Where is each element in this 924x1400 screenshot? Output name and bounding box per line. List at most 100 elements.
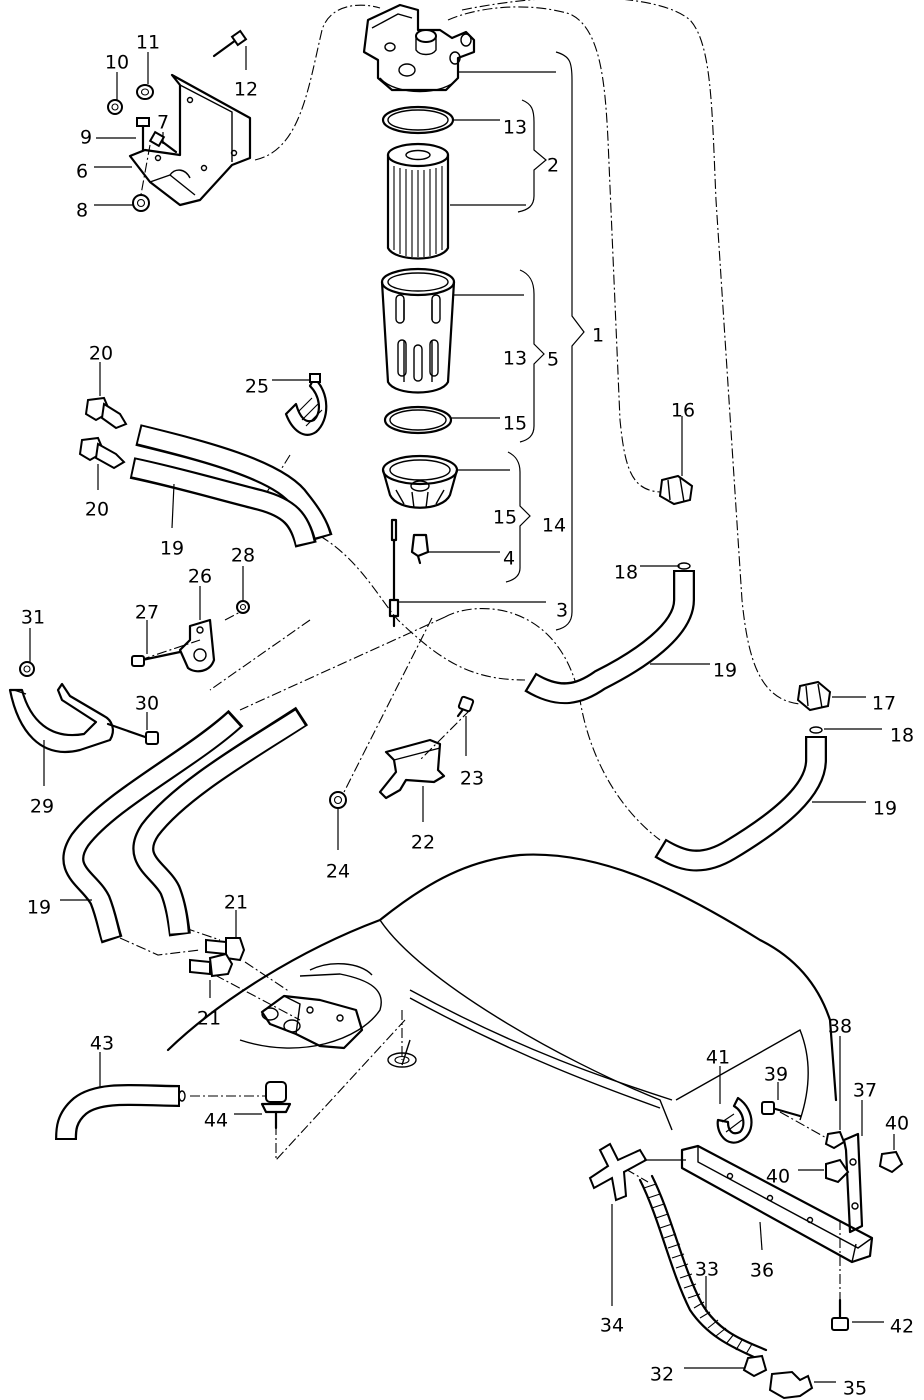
t-fitting-34 bbox=[588, 1142, 648, 1306]
callout-c19b: 19 bbox=[713, 660, 737, 682]
callout-c29: 29 bbox=[30, 796, 54, 818]
callout-c21b: 21 bbox=[197, 1008, 221, 1030]
callout-c30: 30 bbox=[135, 693, 159, 715]
nut-10 bbox=[107, 99, 123, 115]
bolt-42 bbox=[831, 1298, 884, 1331]
callout-c42: 42 bbox=[890, 1316, 914, 1338]
callout-c32: 32 bbox=[650, 1364, 674, 1386]
nut-40-left bbox=[798, 1158, 850, 1184]
nut-8 bbox=[132, 194, 150, 212]
callout-c3: 3 bbox=[556, 600, 568, 622]
tank-grommet bbox=[387, 1052, 417, 1068]
filter-element bbox=[386, 142, 450, 260]
bolt-39 bbox=[761, 1082, 802, 1118]
callout-c44: 44 bbox=[204, 1110, 228, 1132]
callout-c14: 14 bbox=[542, 515, 566, 537]
callout-c10: 10 bbox=[105, 52, 129, 74]
callout-c7: 7 bbox=[157, 112, 169, 134]
callout-c40a: 40 bbox=[766, 1166, 790, 1188]
nut-31 bbox=[19, 628, 35, 677]
callout-c24: 24 bbox=[326, 861, 350, 883]
callout-c34: 34 bbox=[600, 1315, 624, 1337]
connector-21-upper bbox=[205, 910, 246, 962]
misc-leaders bbox=[94, 46, 686, 1161]
clamp-25 bbox=[272, 373, 328, 436]
bolt-27 bbox=[131, 620, 182, 667]
mounting-bracket bbox=[128, 73, 252, 207]
callout-c19a: 19 bbox=[160, 538, 184, 560]
callout-c20b: 20 bbox=[85, 499, 109, 521]
callout-c21a: 21 bbox=[224, 892, 248, 914]
hose-19-right-upper bbox=[524, 562, 710, 705]
callout-c28: 28 bbox=[231, 545, 255, 567]
callout-c37: 37 bbox=[853, 1080, 877, 1102]
fitting-44 bbox=[234, 1081, 292, 1130]
nut-24 bbox=[329, 791, 347, 850]
callout-c35: 35 bbox=[843, 1378, 867, 1400]
callout-c20a: 20 bbox=[89, 343, 113, 365]
group-braces bbox=[398, 51, 585, 631]
callout-c8: 8 bbox=[76, 200, 88, 222]
separator-cup bbox=[381, 454, 459, 509]
callout-c9: 9 bbox=[80, 127, 92, 149]
fitting-17 bbox=[796, 680, 866, 712]
callout-c19c: 19 bbox=[873, 798, 897, 820]
bracket-37 bbox=[842, 1100, 864, 1234]
o-ring-15 bbox=[383, 405, 453, 435]
washer-11 bbox=[136, 84, 154, 100]
nut-32 bbox=[684, 1354, 768, 1378]
o-ring-13-top bbox=[381, 105, 455, 135]
hose-19-right-lower bbox=[654, 726, 882, 872]
sensor-wire bbox=[388, 518, 400, 628]
callout-c16: 16 bbox=[671, 400, 695, 422]
callout-c40b: 40 bbox=[885, 1113, 909, 1135]
callout-c18a: 18 bbox=[614, 562, 638, 584]
hose-19-upper-pair bbox=[129, 424, 333, 548]
filter-bowl bbox=[380, 267, 456, 394]
callout-c31: 31 bbox=[21, 607, 45, 629]
callout-c17: 17 bbox=[872, 693, 896, 715]
clamp-41 bbox=[716, 1066, 753, 1144]
elbow-35 bbox=[768, 1370, 836, 1400]
washer-28 bbox=[236, 566, 250, 614]
bracket-22 bbox=[378, 738, 446, 822]
connector-20-lower bbox=[78, 436, 126, 490]
bolt-12 bbox=[212, 29, 248, 58]
bracket-29 bbox=[8, 682, 114, 786]
callout-c43: 43 bbox=[90, 1033, 114, 1055]
hose-33 bbox=[638, 1174, 768, 1362]
callout-c18b: 18 bbox=[890, 725, 914, 747]
drain-plug bbox=[410, 533, 430, 565]
callout-c12: 12 bbox=[234, 79, 258, 101]
fitting-16 bbox=[658, 416, 694, 506]
clip-26 bbox=[178, 586, 216, 673]
filter-head bbox=[362, 3, 476, 93]
nut-40-right bbox=[878, 1134, 904, 1174]
callout-c39: 39 bbox=[764, 1064, 788, 1086]
callout-c6: 6 bbox=[76, 161, 88, 183]
nut-38 bbox=[824, 1036, 846, 1150]
center-lines bbox=[119, 0, 841, 1300]
callout-c4: 4 bbox=[503, 548, 515, 570]
callout-c36: 36 bbox=[750, 1260, 774, 1282]
bolt-30 bbox=[106, 712, 159, 745]
fuel-tank bbox=[166, 853, 838, 1131]
hose-43 bbox=[55, 1052, 186, 1141]
callout-c38: 38 bbox=[828, 1016, 852, 1038]
callout-c22: 22 bbox=[411, 832, 435, 854]
callout-c19d: 19 bbox=[27, 897, 51, 919]
bolt-9 bbox=[136, 117, 150, 152]
callout-c33: 33 bbox=[695, 1259, 719, 1281]
cross-member-36 bbox=[680, 1144, 874, 1264]
callout-c1: 1 bbox=[592, 325, 604, 347]
bolt-23 bbox=[456, 695, 475, 756]
callout-c25: 25 bbox=[245, 376, 269, 398]
callout-c5: 5 bbox=[547, 349, 559, 371]
tank-port-assembly bbox=[260, 994, 364, 1050]
hose-19-lower-pair bbox=[60, 706, 309, 944]
callout-c23: 23 bbox=[460, 768, 484, 790]
callout-c15b: 15 bbox=[493, 507, 517, 529]
callout-c11: 11 bbox=[136, 32, 160, 54]
